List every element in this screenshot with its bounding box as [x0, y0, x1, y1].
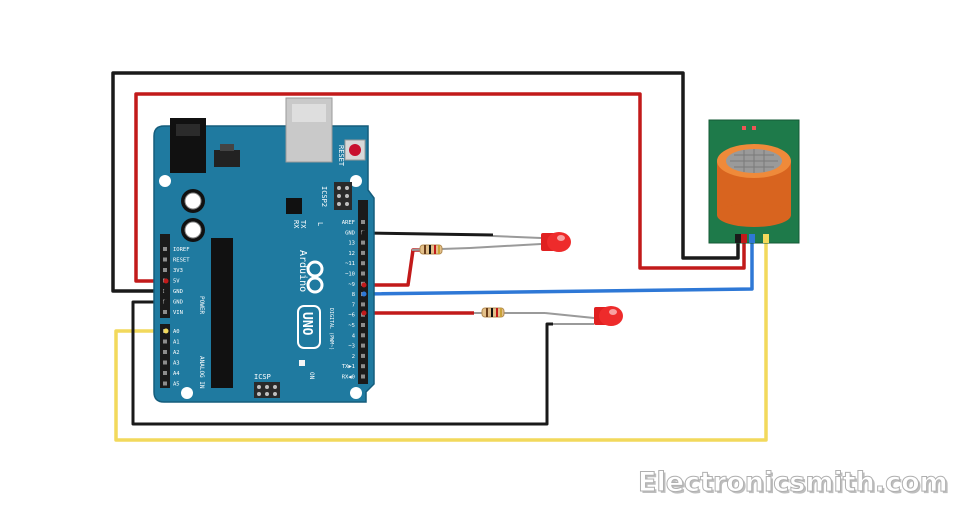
sensor-pins [735, 234, 769, 243]
pin-label: 4 [352, 333, 356, 339]
header-pin [361, 323, 365, 327]
pin-label: 2 [352, 354, 355, 360]
header-pin [163, 339, 167, 344]
wire-endpoints [163, 230, 367, 334]
pin-label: A1 [173, 340, 180, 346]
header-pin [361, 333, 365, 338]
header-pin [361, 374, 365, 379]
header-pin [361, 261, 365, 266]
reset-label: RESET [337, 145, 345, 167]
header-pin [163, 350, 167, 354]
header-pin [163, 268, 167, 272]
watermark: Electronicsmith.com [638, 467, 948, 498]
pin-label: GND [345, 230, 355, 236]
pin-label: A0 [173, 329, 180, 335]
header-pin [163, 310, 167, 314]
power-header [160, 234, 170, 318]
header-pin [361, 364, 365, 369]
wire-gnd-led1 [363, 231, 494, 237]
pin-label: A2 [173, 350, 180, 356]
model-label: UNO [299, 312, 314, 336]
wire-digital-sensor [363, 240, 754, 296]
pin-label: A4 [173, 371, 180, 377]
uno-badge [297, 305, 321, 349]
header-pin [361, 271, 365, 276]
mounting-hole [181, 387, 193, 399]
pin-label: RESET [173, 258, 190, 264]
pin-label: GND [173, 300, 183, 306]
header-pin [361, 240, 365, 245]
analog-in-label: ANALOG IN [198, 356, 205, 389]
wire-5v-sensor [134, 92, 746, 283]
pin-label: IOREF [173, 247, 190, 253]
mounting-hole [159, 175, 171, 187]
watermark-shadow: Electronicsmith.com [640, 469, 950, 500]
usb-chip [286, 198, 302, 214]
on-led [299, 360, 305, 366]
header-pin [361, 353, 365, 358]
pin-label: ~5 [348, 323, 355, 329]
pin-label: ~3 [348, 344, 355, 350]
voltage-regulator [214, 150, 240, 167]
wire-gnd-led2 [131, 300, 553, 426]
pin-label: 3V3 [173, 268, 183, 274]
pin-label: ~9 [348, 282, 355, 288]
digital-label: DIGITAL (PWM~) [328, 308, 334, 350]
rx-led-label: RX [292, 220, 300, 229]
header-pin [361, 343, 365, 348]
icsp-label: ICSP [254, 373, 271, 381]
pin-label: 5V [173, 279, 180, 285]
arduino-uno-board: RESET ICSP2 L TX RX Arduino UNO ON [153, 97, 375, 403]
pin-label: 12 [348, 251, 355, 257]
brand-label: Arduino [297, 250, 308, 292]
header-pin [361, 250, 365, 255]
analog-header [160, 324, 170, 388]
pin-label: VIN [173, 310, 183, 316]
mounting-hole [350, 175, 362, 187]
wires [111, 71, 768, 442]
pin-label: 13 [348, 241, 355, 247]
pin-label: 7 [352, 302, 355, 308]
l-led-label: L [316, 222, 324, 226]
resistor-1 [411, 244, 471, 255]
pin-label: GND [173, 289, 183, 295]
header-pin [163, 360, 167, 365]
pin-label: RX◀0 [342, 375, 355, 381]
arduino-logo-icon [306, 260, 324, 294]
header-pin [163, 257, 167, 262]
icsp2-label: ICSP2 [320, 186, 328, 207]
pin-label: 8 [352, 292, 355, 298]
led-1 [469, 232, 571, 252]
icsp2-header [334, 182, 352, 210]
pin-label: A3 [173, 361, 180, 367]
atmega-chip [211, 238, 233, 388]
pin-label: A5 [173, 382, 180, 388]
pin-label: AREF [342, 220, 355, 226]
header-pin [163, 371, 167, 375]
mounting-hole [350, 387, 362, 399]
header-pin [361, 220, 365, 224]
pin-label: ~10 [345, 272, 355, 278]
wire-gnd-sensor [111, 71, 740, 293]
header-pin [361, 302, 365, 307]
resistor-2 [474, 307, 545, 318]
on-label: ON [308, 372, 315, 380]
power-label: POWER [198, 296, 205, 314]
header-pin [163, 247, 167, 251]
tx-led-label: TX [299, 220, 307, 229]
gas-sensor-module [708, 119, 800, 244]
pin-label: TX▶1 [342, 364, 355, 370]
pin-label: ~6 [348, 313, 355, 319]
header-pin [163, 381, 167, 386]
pin-label: ~11 [345, 261, 355, 267]
led-2 [544, 306, 623, 326]
